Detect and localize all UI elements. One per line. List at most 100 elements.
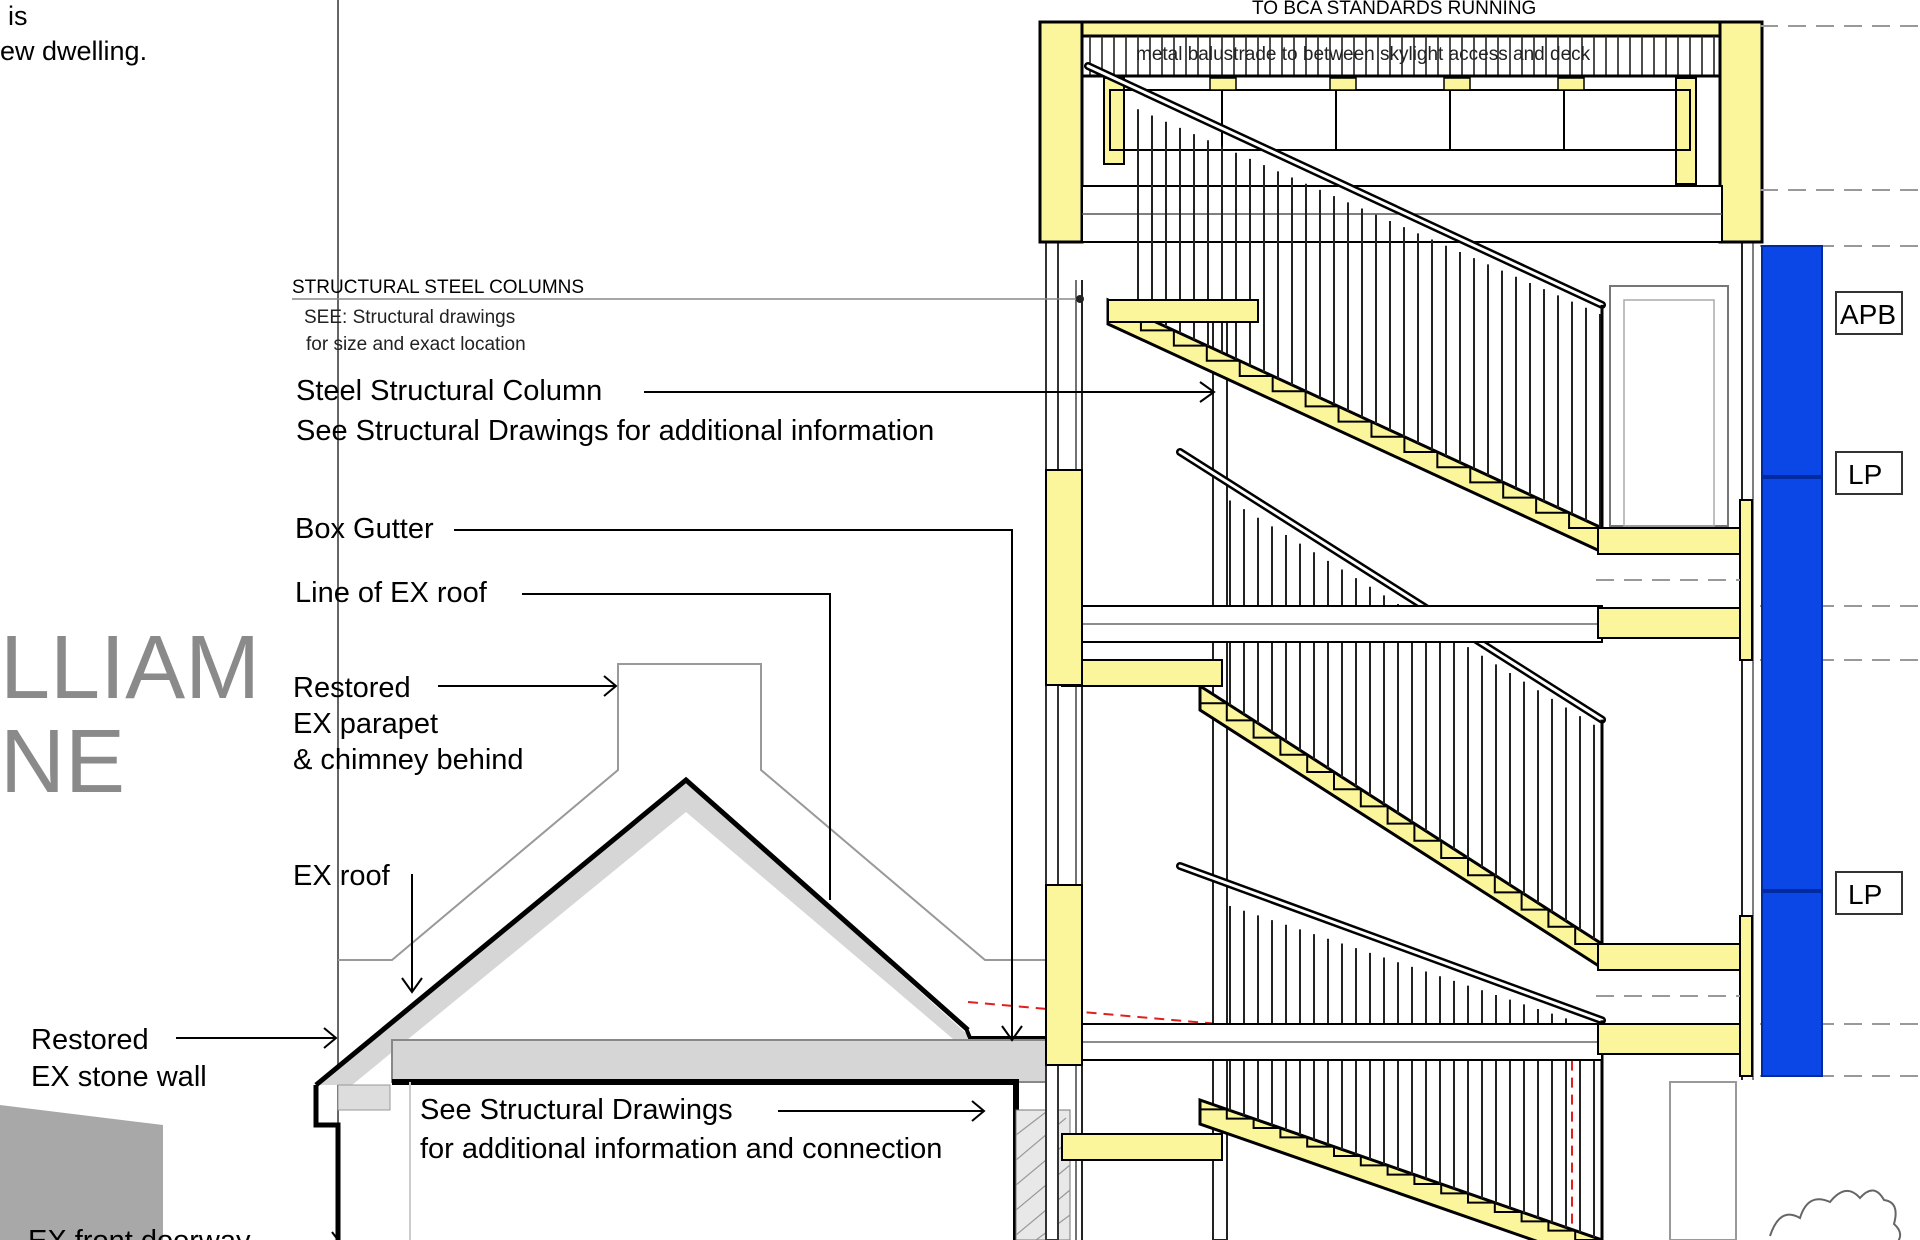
landing-slab bbox=[1597, 1023, 1741, 1055]
steel-column bbox=[1212, 299, 1228, 1240]
stair-step bbox=[1493, 1202, 1522, 1213]
steel-column-callout-1: Steel Structural Column bbox=[296, 375, 602, 407]
level-lines bbox=[1596, 25, 1920, 1077]
stair-step bbox=[1199, 1100, 1227, 1111]
blue-panel-lower bbox=[1761, 891, 1823, 1077]
stair-step bbox=[1271, 376, 1306, 393]
line-ex-roof-callout: Line of EX roof bbox=[295, 577, 488, 609]
stair-step bbox=[1547, 909, 1576, 928]
stair-step bbox=[1520, 1212, 1549, 1223]
top-left-text-2: ew dwelling. bbox=[0, 36, 147, 66]
landing-post-left bbox=[1045, 884, 1083, 1066]
stair-step bbox=[1469, 467, 1504, 484]
stair-step bbox=[1467, 858, 1495, 877]
tower-doorway-inner bbox=[1623, 299, 1715, 527]
restored-wall-1: Restored bbox=[31, 1024, 149, 1056]
stair-step bbox=[1172, 330, 1207, 347]
landing-slab bbox=[1597, 607, 1741, 639]
tree-sketch bbox=[1769, 1189, 1901, 1240]
ceiling-slab bbox=[391, 1039, 1047, 1083]
stair-step bbox=[1205, 345, 1240, 362]
stair-step bbox=[1359, 1156, 1388, 1167]
stair-stringer bbox=[1198, 1097, 1604, 1240]
stair-step bbox=[1225, 703, 1254, 722]
stair-step bbox=[1306, 754, 1334, 773]
skylight-frame bbox=[1109, 89, 1691, 151]
ex-roof-pitch bbox=[314, 776, 970, 1087]
stair-step bbox=[1413, 1174, 1442, 1185]
title-line-2: NE bbox=[0, 712, 125, 812]
apb-tag: APB bbox=[1835, 291, 1903, 335]
top-rail bbox=[1038, 20, 1764, 38]
lp-tag-lower: LP bbox=[1835, 871, 1903, 915]
restored-parapet-2: EX parapet bbox=[293, 708, 438, 740]
stair-step bbox=[1333, 1146, 1361, 1157]
landing-post-left bbox=[1045, 469, 1083, 686]
stair-step bbox=[1333, 772, 1361, 791]
restored-parapet-3: & chimney behind bbox=[293, 744, 524, 776]
handrail-highlight bbox=[1086, 64, 1604, 307]
see-struct-callout-2: for additional information and connectio… bbox=[420, 1133, 942, 1165]
top-left-text-1: is bbox=[8, 1, 28, 31]
blue-panel-middle bbox=[1761, 477, 1823, 891]
deck-post-left bbox=[1038, 20, 1084, 244]
grey-block bbox=[0, 1105, 163, 1240]
deck-post-right bbox=[1718, 20, 1764, 244]
landing-post-right bbox=[1739, 499, 1753, 661]
blue-panel-upper bbox=[1761, 245, 1823, 477]
svg-text:APB: APB bbox=[1840, 299, 1896, 330]
stair-step bbox=[1252, 1118, 1281, 1129]
stair-step bbox=[1568, 512, 1602, 529]
stair-step bbox=[1502, 482, 1537, 499]
structural-columns-heading: STRUCTURAL STEEL COLUMNS bbox=[292, 277, 584, 298]
balustrade-note: metal balustrade to between skylight acc… bbox=[1136, 44, 1591, 65]
stair-step bbox=[1547, 1221, 1576, 1232]
stair-step bbox=[1413, 823, 1442, 842]
restored-parapet-1: Restored bbox=[293, 672, 411, 704]
leader-dot bbox=[1076, 295, 1084, 303]
landing-post-right bbox=[1739, 915, 1753, 1077]
svg-text:LP: LP bbox=[1848, 459, 1882, 490]
stair-step bbox=[1535, 497, 1570, 514]
ex-front-doorway-callout: EX front doorway bbox=[28, 1225, 251, 1240]
balustrade-post bbox=[1675, 77, 1697, 185]
stair-step bbox=[1436, 452, 1471, 469]
parapet-outline bbox=[338, 663, 1046, 961]
stair-step bbox=[1337, 406, 1372, 423]
box-gutter-callout: Box Gutter bbox=[295, 513, 434, 545]
hatched-wall bbox=[1015, 1109, 1071, 1240]
structural-columns-line-2: for size and exact location bbox=[306, 334, 526, 355]
stair-step bbox=[1440, 840, 1468, 859]
stair-step bbox=[1493, 875, 1522, 894]
handrail-highlight bbox=[1178, 450, 1604, 722]
top-note: TO BCA STANDARDS RUNNING bbox=[1252, 0, 1536, 19]
stair-stringer bbox=[1106, 297, 1604, 555]
stair-step bbox=[1386, 1165, 1415, 1176]
stair-step bbox=[1520, 892, 1549, 911]
leader-lines bbox=[176, 381, 1216, 1240]
stair-step bbox=[1386, 806, 1415, 825]
tower-doorway bbox=[1609, 285, 1729, 527]
stair-step bbox=[1252, 720, 1281, 739]
landing-band bbox=[1107, 299, 1259, 323]
tower-frame-left bbox=[1045, 199, 1059, 1240]
stair-step bbox=[1199, 686, 1227, 705]
stair-step bbox=[1403, 436, 1438, 453]
stair-flights bbox=[1061, 62, 1606, 1240]
svg-text:LP: LP bbox=[1848, 879, 1882, 910]
steel-column-callout-2: See Structural Drawings for additional i… bbox=[296, 415, 934, 447]
stair-step bbox=[1306, 1137, 1334, 1148]
skylight-caps bbox=[1209, 77, 1585, 91]
stair-stringer bbox=[1198, 683, 1604, 971]
landing-band bbox=[1061, 1133, 1223, 1161]
see-struct-callout-1: See Structural Drawings bbox=[420, 1094, 733, 1126]
stair-step bbox=[1225, 1109, 1254, 1120]
stair-step bbox=[1440, 1184, 1468, 1195]
stair-step bbox=[1370, 421, 1405, 438]
eaves-hatch bbox=[337, 1084, 391, 1111]
roof-band bbox=[316, 780, 968, 1085]
lp-tag-upper: LP bbox=[1835, 451, 1903, 495]
landing-band bbox=[1061, 659, 1223, 687]
